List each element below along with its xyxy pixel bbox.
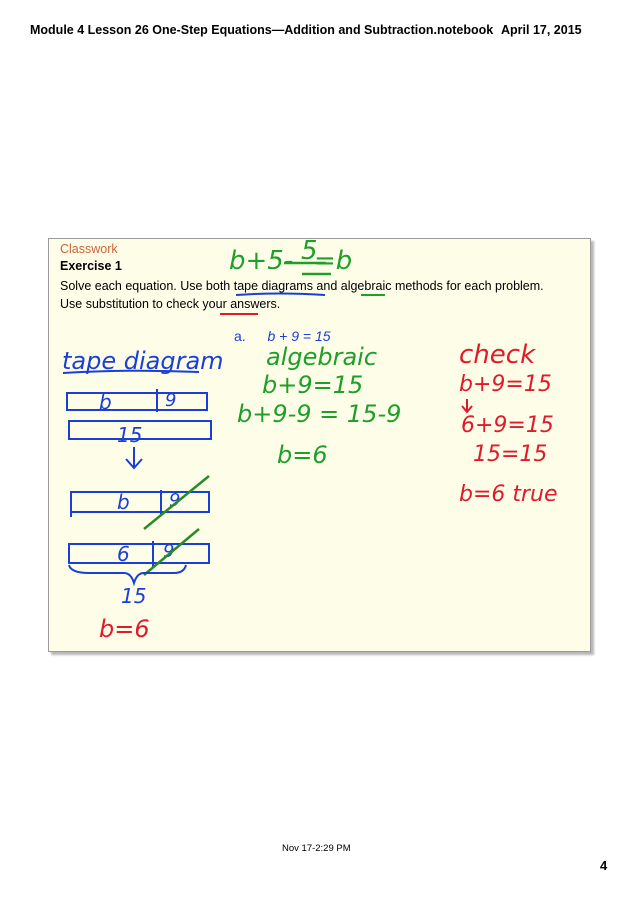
tape-title-underline <box>62 369 200 374</box>
crossout-slash-1 <box>143 475 210 530</box>
tape3-9: 9 <box>169 490 180 511</box>
problem-a: a. b + 9 = 15 <box>234 328 331 344</box>
tape-answer: b=6 <box>99 615 150 643</box>
check-title: check <box>459 340 536 370</box>
exercise-instructions: Solve each equation. Use both tape diagr… <box>60 279 544 311</box>
algebraic-line-1: b+9=15 <box>262 371 363 399</box>
handwriting-layer: b+5- 5 =b tape diagram b 9 15 b 9 6 9 1 <box>62 239 558 643</box>
down-arrow-icon <box>125 447 143 470</box>
tape3-b: b <box>117 490 130 514</box>
brace <box>68 564 187 587</box>
notebook-title: Module 4 Lesson 26 One-Step Equations—Ad… <box>30 23 494 37</box>
algebraic-title: algebraic <box>266 343 377 371</box>
tape1-box <box>66 392 208 411</box>
tape1-9: 9 <box>165 390 176 411</box>
algebraic-line-2: b+9-9 = 15-9 <box>237 400 401 428</box>
page-number: 4 <box>600 858 608 873</box>
problem-equation: b + 9 = 15 <box>267 328 331 344</box>
brace-15: 15 <box>121 584 146 608</box>
tape2-box <box>68 420 212 440</box>
notebook-slide: Classwork Exercise 1 Solve each equation… <box>48 238 591 652</box>
note-five: 5 <box>301 239 318 266</box>
header-date: April 17, 2015 <box>501 23 582 37</box>
slide-timestamp: Nov 17-2:29 PM <box>282 843 351 854</box>
check-line-1: b+9=15 <box>459 372 552 397</box>
tape2-15: 15 <box>117 423 142 447</box>
underline-tape-diagrams <box>235 292 326 296</box>
check-line-2: 6+9=15 <box>461 413 554 438</box>
algebraic-line-3: b=6 <box>277 441 328 469</box>
check-line-3: 15=15 <box>473 442 547 467</box>
check-arrow-icon <box>461 399 473 414</box>
classwork-heading: Classwork <box>60 242 118 256</box>
tape3-box <box>70 491 210 513</box>
problem-label: a. <box>234 328 246 344</box>
note-right: =b <box>314 246 352 276</box>
exercise-title: Exercise 1 <box>60 259 122 273</box>
check-line-4: b=6 true <box>459 482 558 507</box>
tape4-6: 6 <box>117 542 130 566</box>
tape4-9: 9 <box>163 541 174 562</box>
tape4-box <box>68 543 210 564</box>
crossout-slash-2 <box>143 528 200 576</box>
tape1-b: b <box>99 390 112 414</box>
note-left: b+5- <box>229 246 293 276</box>
